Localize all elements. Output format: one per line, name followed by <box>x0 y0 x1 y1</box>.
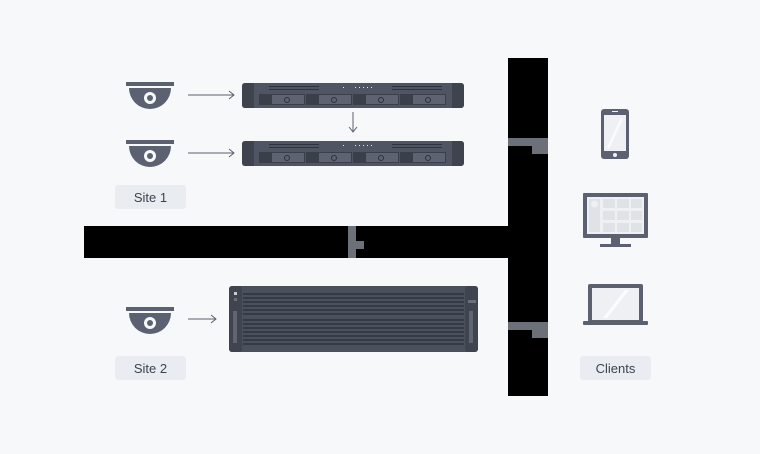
network-link-vertical <box>508 58 548 396</box>
site-1-label: Site 1 <box>115 185 186 209</box>
network-connector <box>508 138 548 146</box>
phone-icon <box>601 109 629 159</box>
nas-rack-unit <box>229 286 478 352</box>
site-2-label: Site 2 <box>115 356 186 380</box>
camera-icon <box>126 82 174 109</box>
nas-1u-unit <box>242 141 464 166</box>
arrow-down-icon <box>348 112 358 133</box>
arrow-right-icon <box>188 148 235 158</box>
network-connector <box>508 322 548 330</box>
nas-1u-unit <box>242 83 464 108</box>
network-connector <box>348 241 364 249</box>
laptop-icon <box>583 284 648 325</box>
clients-label: Clients <box>580 356 651 380</box>
camera-icon <box>126 307 174 334</box>
monitor-icon <box>583 193 648 247</box>
arrow-right-icon <box>188 314 217 324</box>
network-connector <box>532 138 548 154</box>
arrow-right-icon <box>188 90 235 100</box>
network-link-horizontal <box>84 226 514 258</box>
camera-icon <box>126 140 174 167</box>
network-connector <box>532 322 548 338</box>
